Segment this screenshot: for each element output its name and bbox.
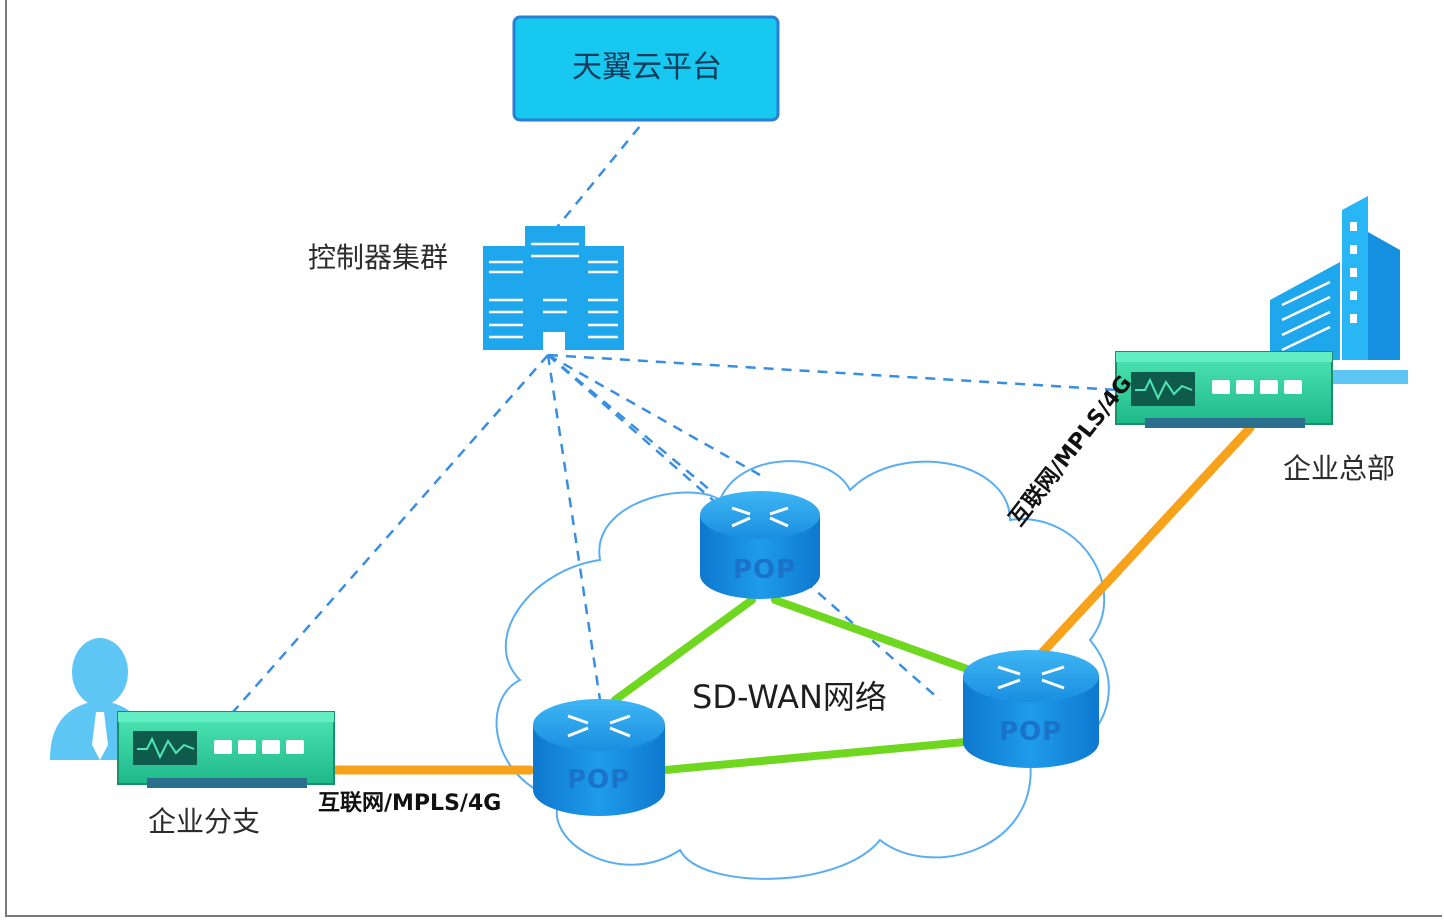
link-controller-pop-top-2 — [547, 353, 761, 477]
uplinks — [328, 423, 1255, 775]
headquarters-label: 企业总部 — [1283, 452, 1396, 485]
branch-label: 企业分支 — [148, 805, 261, 838]
cloud-platform-label: 天翼云平台 — [572, 50, 722, 85]
branch-cpe-device — [117, 711, 335, 788]
mesh-top-left — [611, 596, 756, 704]
uplink-hq-pop — [1035, 423, 1255, 660]
mesh-top-right — [771, 596, 974, 674]
pop-top-label: POP — [733, 555, 797, 585]
controller-cluster-label: 控制器集群 — [308, 241, 449, 274]
image-frame — [5, 0, 1442, 917]
branch-uplink-label: 互联网/MPLS/4G — [318, 791, 502, 816]
mesh-left-right — [661, 738, 969, 774]
pop-router-top — [700, 491, 820, 599]
cloud-platform-box — [512, 15, 780, 122]
sdwan-network-label: SD-WAN网络 — [692, 678, 887, 716]
link-controller-hq — [547, 353, 1119, 392]
pop-router-left — [533, 699, 665, 816]
controller-cluster-icon — [483, 226, 624, 350]
pop-left-label: POP — [567, 765, 631, 795]
mesh-links — [611, 596, 974, 774]
link-controller-pop-left — [546, 354, 602, 701]
link-controller-pop-top-1 — [547, 354, 711, 491]
link-controller-branch — [232, 354, 549, 713]
hq-cpe-device — [1115, 351, 1333, 428]
link-controller-cloud — [552, 119, 646, 233]
pop-right-label: POP — [999, 717, 1063, 747]
pop-router-right — [963, 650, 1099, 768]
